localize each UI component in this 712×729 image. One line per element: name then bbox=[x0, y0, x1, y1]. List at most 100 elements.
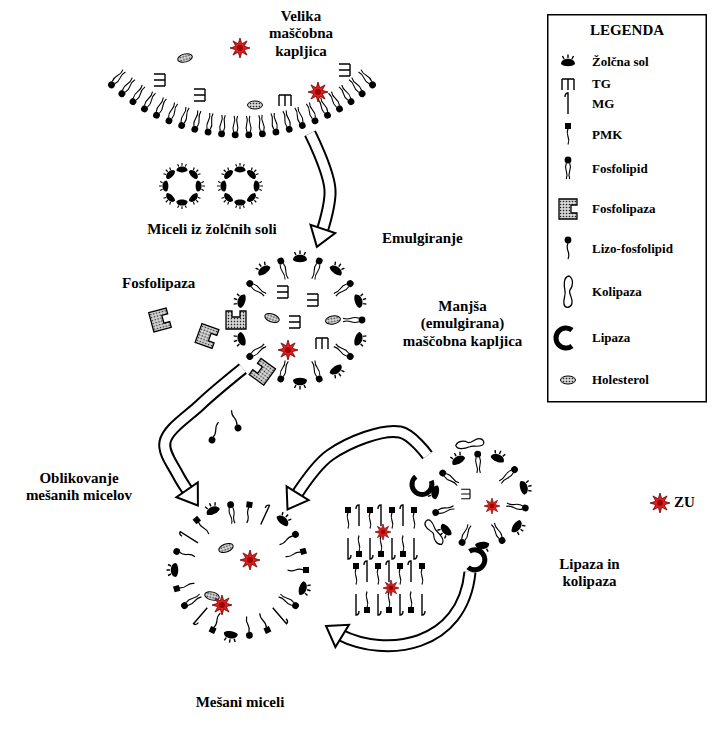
pl-symbol bbox=[257, 115, 266, 138]
pmk-symbol bbox=[209, 612, 223, 634]
pl-symbol bbox=[277, 257, 290, 280]
mg-symbol bbox=[408, 561, 411, 582]
legend-label: MG bbox=[592, 97, 704, 112]
mg-symbol bbox=[258, 504, 269, 524]
pmk-symbol bbox=[193, 516, 212, 536]
bs-symbol bbox=[159, 180, 168, 191]
pl-symbol bbox=[310, 360, 323, 383]
pl-symbol bbox=[343, 317, 365, 324]
symbol-label: ZU bbox=[674, 494, 708, 511]
mg-symbol bbox=[194, 608, 210, 626]
legend-label: Fosfolipaza bbox=[592, 202, 704, 217]
pmk-symbol bbox=[375, 563, 381, 585]
tg-symbol bbox=[307, 294, 318, 306]
arrow-outline bbox=[287, 431, 427, 509]
pl-symbol bbox=[204, 113, 215, 136]
pl-symbol bbox=[348, 77, 367, 99]
pl-symbol bbox=[333, 279, 355, 298]
mg-symbol bbox=[273, 606, 289, 624]
pmk-symbol bbox=[353, 563, 359, 585]
pmk-symbol bbox=[397, 563, 403, 585]
arrow-outline bbox=[165, 369, 243, 506]
mixed-micelle: Mešani miceli bbox=[168, 498, 312, 642]
arrow-head bbox=[311, 225, 336, 247]
pl-symbol bbox=[293, 106, 306, 129]
pmk-symbol bbox=[565, 123, 571, 145]
hollow-arrow bbox=[165, 369, 243, 506]
arrow-fill bbox=[165, 369, 243, 506]
node-label: Lipaza in kolipaza bbox=[542, 556, 637, 591]
bs-symbol bbox=[162, 166, 177, 181]
mg-symbol bbox=[422, 594, 425, 615]
bs-symbol bbox=[246, 192, 261, 207]
large-fat-droplet: Velika maščobna kapljica bbox=[105, 5, 380, 145]
mg-symbol bbox=[356, 505, 359, 526]
lip-symbol bbox=[556, 328, 572, 348]
pl-symbol bbox=[277, 360, 290, 383]
pmk-symbol bbox=[356, 536, 362, 558]
bs-symbol bbox=[188, 166, 203, 181]
pl-symbol bbox=[281, 110, 293, 133]
tg-symbol bbox=[194, 89, 205, 101]
zu-symbol bbox=[212, 595, 232, 615]
pmk-symbol bbox=[411, 507, 417, 529]
fl-symbol bbox=[559, 199, 577, 219]
legend-label: Kolipaza bbox=[592, 285, 704, 300]
pl-symbol bbox=[458, 524, 473, 547]
bs-symbol bbox=[220, 192, 235, 207]
hol-symbol bbox=[177, 52, 194, 64]
bs-symbol bbox=[167, 563, 179, 577]
legend-label: Žolčna sol bbox=[592, 55, 704, 70]
pl-symbol bbox=[269, 113, 280, 136]
bs-symbol bbox=[448, 450, 466, 467]
illustration-group bbox=[107, 38, 670, 647]
bs-symbol bbox=[223, 630, 239, 644]
lyso-symbol bbox=[228, 409, 242, 432]
tg-symbol bbox=[154, 74, 165, 86]
bs-symbol bbox=[275, 510, 293, 528]
pl-symbol bbox=[506, 501, 529, 512]
legend-title: LEGENDA bbox=[547, 22, 707, 39]
pl-symbol bbox=[140, 91, 157, 114]
bs-symbol bbox=[176, 163, 187, 172]
pl-symbol bbox=[128, 84, 146, 106]
arrow-outline bbox=[326, 572, 470, 646]
lyso-symbol bbox=[565, 237, 572, 259]
pl-symbol bbox=[490, 522, 507, 545]
pl-symbol bbox=[565, 157, 572, 179]
pl-symbol bbox=[278, 593, 301, 611]
bs-symbol bbox=[518, 479, 533, 496]
tg-symbol bbox=[279, 95, 291, 106]
bs-symbol bbox=[353, 331, 369, 348]
tg-symbol bbox=[339, 64, 350, 76]
mg-symbol bbox=[565, 93, 568, 114]
lip-symbol bbox=[410, 476, 433, 497]
mg-symbol bbox=[370, 538, 373, 559]
pl-symbol bbox=[152, 97, 168, 120]
hol-symbol bbox=[325, 315, 341, 325]
pl-symbol bbox=[177, 106, 190, 129]
pl-symbol bbox=[191, 110, 203, 133]
zu-symbol bbox=[240, 550, 260, 570]
bs-symbol bbox=[234, 163, 245, 172]
pmk-symbol bbox=[244, 501, 253, 523]
bs-symbol bbox=[328, 260, 346, 278]
fl-symbol bbox=[149, 308, 172, 332]
zu-symbol bbox=[308, 82, 328, 102]
bile-salt-micelles: Miceli iz žolčnih soli bbox=[155, 159, 268, 213]
zu-symbol bbox=[383, 580, 399, 596]
pl-symbol bbox=[305, 102, 320, 125]
pmk-symbol bbox=[288, 567, 310, 573]
pl-symbol bbox=[310, 257, 323, 280]
node-label: Velika maščobna kapljica bbox=[257, 8, 345, 60]
mg-symbol bbox=[348, 538, 351, 559]
legend-label: Lizo-fosfolipid bbox=[592, 242, 704, 257]
bs-symbol bbox=[254, 260, 272, 278]
mg-symbol bbox=[400, 594, 403, 615]
bs-symbol bbox=[293, 378, 307, 390]
mg-symbol bbox=[386, 561, 389, 582]
pmk-symbol bbox=[389, 507, 395, 529]
pmk-symbol bbox=[173, 580, 195, 592]
pmk-symbol bbox=[345, 507, 351, 529]
process-label: Oblikovanje mešanih micelov bbox=[14, 470, 144, 505]
